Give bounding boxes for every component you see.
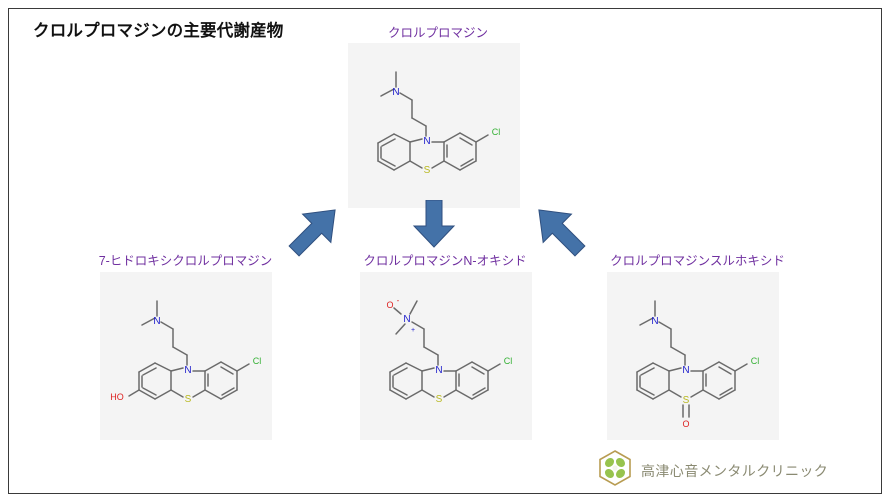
page-title: クロルプロマジンの主要代謝産物 bbox=[33, 22, 284, 40]
metabolite-label-n-oxide: クロルプロマジンN-オキシド bbox=[363, 254, 527, 268]
arrow-to-n-oxide bbox=[408, 199, 460, 248]
arrow-to-7-hydroxy bbox=[266, 198, 366, 260]
parent-molecule-panel: N N S Cl bbox=[348, 43, 520, 208]
atom-nitrogen-amine: N bbox=[403, 314, 410, 325]
metabolite-label-sulfoxide: クロルプロマジンスルホキシド bbox=[610, 254, 785, 268]
atom-nitrogen-amine: N bbox=[153, 316, 160, 327]
atom-nitrogen-ring: N bbox=[435, 365, 442, 376]
chlorpromazine-sulfoxide-structure: N N S O Cl bbox=[636, 300, 760, 429]
atom-sulfur: S bbox=[683, 395, 690, 406]
atom-chlorine: Cl bbox=[751, 356, 760, 366]
atom-chlorine: Cl bbox=[504, 356, 513, 366]
clinic-logo-text: 高津心音メンタルクリニック bbox=[641, 462, 829, 479]
atom-oxygen-charge: - bbox=[397, 296, 400, 305]
atom-sulfur: S bbox=[185, 394, 192, 405]
atom-oxygen: O bbox=[682, 419, 689, 429]
atom-oxygen: O bbox=[386, 300, 393, 310]
metabolite-panel-7-hydroxy: N N S Cl HO bbox=[100, 272, 272, 440]
chlorpromazine-n-oxide-structure: N + O - N S Cl bbox=[386, 296, 513, 405]
atom-hydroxyl: HO bbox=[110, 392, 124, 402]
atom-chlorine: Cl bbox=[253, 356, 262, 366]
parent-molecule-label: クロルプロマジン bbox=[387, 26, 488, 40]
atom-sulfur: S bbox=[436, 394, 443, 405]
clinic-logo: 高津心音メンタルクリニック bbox=[596, 449, 828, 492]
atom-nitrogen-amine: N bbox=[651, 316, 658, 327]
metabolite-panel-sulfoxide: N N S O Cl bbox=[607, 272, 779, 440]
chlorpromazine-structure: N N S Cl bbox=[377, 71, 501, 176]
metabolite-label-7-hydroxy: 7-ヒドロキシクロルプロマジン bbox=[98, 254, 273, 268]
arrow-to-sulfoxide bbox=[508, 198, 608, 260]
atom-nitrogen-charge: + bbox=[411, 327, 415, 334]
hexagon-clover-icon bbox=[596, 449, 634, 492]
atom-chlorine: Cl bbox=[492, 127, 501, 137]
atom-sulfur: S bbox=[424, 165, 431, 176]
atom-nitrogen-amine: N bbox=[392, 87, 399, 98]
atom-nitrogen-ring: N bbox=[423, 136, 430, 147]
metabolite-panel-n-oxide: N + O - N S Cl bbox=[360, 272, 532, 440]
atom-nitrogen-ring: N bbox=[682, 365, 689, 376]
atom-nitrogen-ring: N bbox=[184, 365, 191, 376]
7-hydroxychlorpromazine-structure: N N S Cl HO bbox=[110, 300, 262, 405]
